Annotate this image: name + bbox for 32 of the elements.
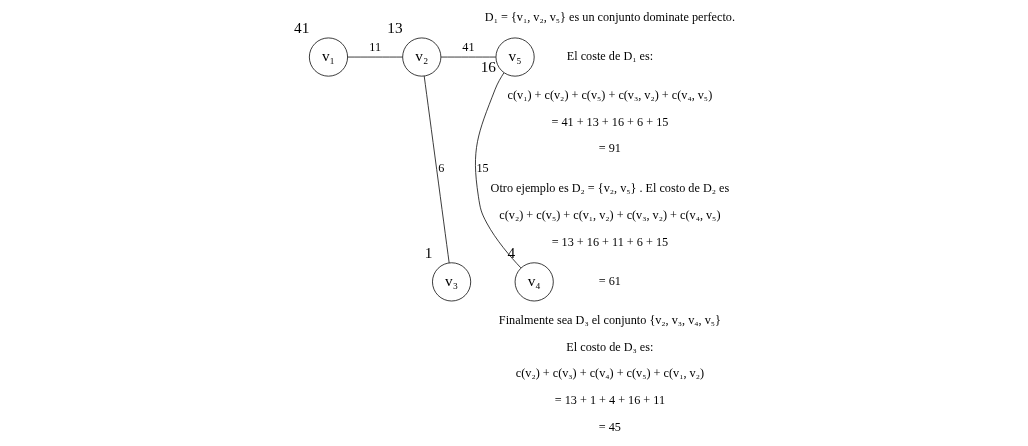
node-label: 13	[386, 19, 403, 37]
edge-label: 41	[461, 39, 475, 54]
label: D₁ = {v₁, v₂, v₅} es un conjunto dominate perfecto.	[484, 9, 735, 24]
label: c(v₁) + c(v₂) + c(v₅) + c(v₃, v₂) + c(v₄, v₅)	[507, 87, 712, 102]
label: = 61	[598, 273, 621, 288]
edge-label: 11	[368, 39, 381, 54]
node-label: 41	[293, 19, 309, 37]
connector	[423, 75, 450, 264]
connector	[474, 72, 521, 269]
label: Finalmente sea D₃ el conjunto {v₂, v₃, v₄, v₅}	[498, 312, 721, 327]
node-label: 16	[480, 57, 496, 75]
label: c(v₂) + c(v₃) + c(v₄) + c(v₅) + c(v₁, v₂)	[515, 366, 704, 381]
connector	[440, 56, 496, 58]
node-label: 1	[424, 244, 432, 262]
label: = 13 + 16 + 11 + 6 + 15	[551, 234, 668, 249]
label: c(v₂) + c(v₅) + c(v₁, v₂) + c(v₃, v₂) + c(v₄, v₅)	[498, 208, 720, 223]
label: El costo de D₃ es:	[565, 339, 653, 354]
label: = 41 + 13 + 16 + 6 + 15	[550, 114, 668, 129]
edge-label: 15	[475, 161, 489, 176]
connector	[346, 56, 403, 58]
node-circle: v₄	[514, 262, 554, 302]
node-circle: v₅	[495, 37, 535, 77]
node-label: 4	[506, 244, 515, 262]
label: = 45	[598, 419, 621, 434]
label: El coste de D₁ es:	[566, 48, 653, 63]
label: = 91	[598, 141, 621, 156]
label: Otro ejemplo es D₂ = {v₂, v₅} . El costo de D₂ es	[490, 181, 729, 196]
node-circle: v₃	[431, 262, 471, 302]
node-circle: v₁	[308, 37, 348, 77]
label: = 13 + 1 + 4 + 16 + 11	[554, 393, 665, 408]
node-circle: v₂	[401, 37, 441, 77]
edge-label: 6	[437, 161, 444, 176]
